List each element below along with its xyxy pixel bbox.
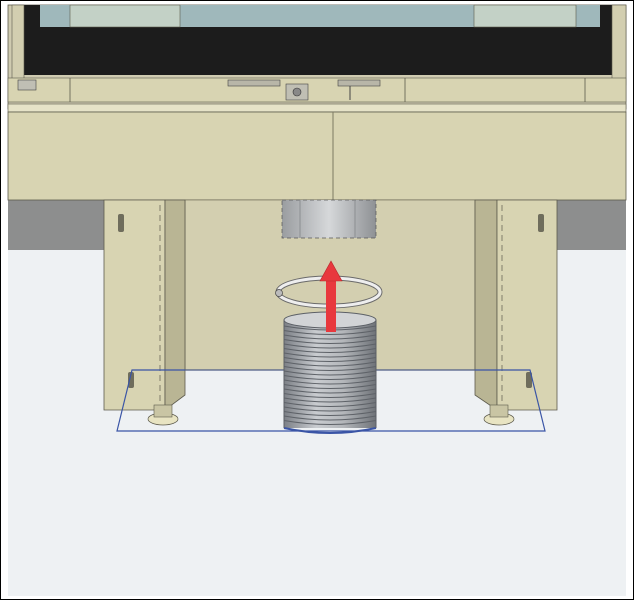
duct-collar xyxy=(281,199,377,239)
hose-coil-ring xyxy=(283,330,377,335)
upper-cabinet xyxy=(7,4,627,110)
hose-coil-ring xyxy=(283,379,377,385)
hose-coil-ring xyxy=(283,361,377,367)
hose-coil-ring xyxy=(283,397,377,403)
hose-coil-ring xyxy=(283,393,377,398)
up-arrow-icon xyxy=(319,260,343,332)
hose-coil-ring xyxy=(283,343,377,349)
hose-coil-ring xyxy=(283,411,377,416)
hose-coil-ring xyxy=(283,384,377,389)
hose-coil-ring xyxy=(283,420,377,425)
support-beam xyxy=(7,103,627,201)
right-leg xyxy=(474,199,558,426)
hose-coil-ring xyxy=(283,366,377,371)
hose-coil-ring xyxy=(283,339,377,344)
hose-coil-ring xyxy=(283,348,377,353)
hose-coil-ring xyxy=(283,352,377,358)
hose-coil-ring xyxy=(283,402,377,407)
hose-coil-ring xyxy=(283,406,377,412)
left-leg xyxy=(103,199,186,426)
hose-coil-ring xyxy=(283,357,377,362)
hose-coil-ring xyxy=(283,388,377,394)
hose-coil-ring xyxy=(283,370,377,376)
hose-coil-ring xyxy=(283,334,377,340)
hose-coil-ring xyxy=(283,375,377,380)
hose-coil-ring xyxy=(283,415,377,421)
